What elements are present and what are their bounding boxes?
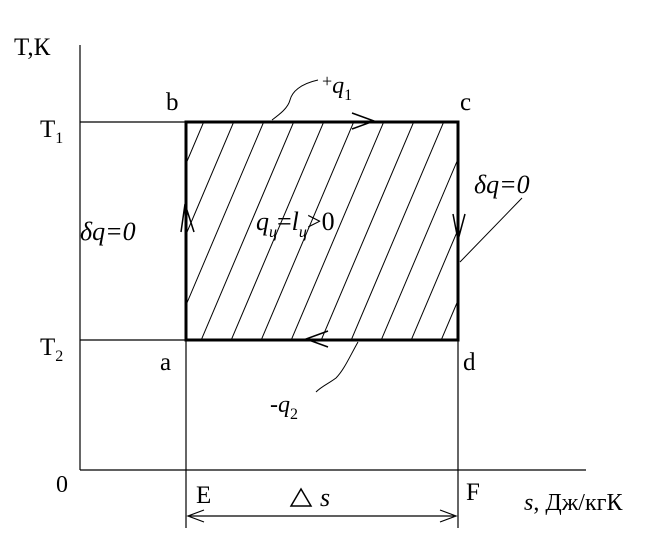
- delta-q-right-label: δq=0: [474, 170, 530, 199]
- point-a-label: a: [160, 349, 171, 376]
- delta-s-label: s: [320, 483, 330, 512]
- leader-q2: [315, 341, 359, 393]
- arrow-left-up-icon: [180, 203, 195, 233]
- t1-label: T1: [40, 116, 63, 147]
- q2-label: -q2: [270, 392, 298, 423]
- cycle-work-label: qц=lц>0: [256, 207, 335, 241]
- x-axis-label: s, Дж/кгК: [524, 490, 623, 516]
- leader-delta-right: [459, 197, 523, 263]
- point-c-label: c: [460, 89, 471, 116]
- origin-label: 0: [56, 472, 68, 498]
- y-axis-label: T,К: [14, 34, 51, 61]
- delta-q-left-label: δq=0: [80, 217, 136, 246]
- leader-q1: [271, 79, 319, 121]
- delta-s-dimension: [186, 487, 458, 523]
- point-d-label: d: [463, 349, 476, 376]
- carnot-cycle-rect: [184, 120, 460, 342]
- cycle-hatching: [186, 122, 458, 340]
- arrow-right-down-icon: [452, 213, 466, 241]
- t2-label: T2: [40, 334, 63, 365]
- arrow-top-right-icon: [351, 112, 377, 130]
- delta-triangle-icon: [289, 487, 313, 507]
- point-b-label: b: [166, 89, 179, 116]
- point-f-label: F: [466, 479, 480, 506]
- point-e-label: E: [196, 482, 211, 509]
- q1-label: +q1: [322, 71, 352, 104]
- arrow-bottom-left-icon: [303, 330, 329, 348]
